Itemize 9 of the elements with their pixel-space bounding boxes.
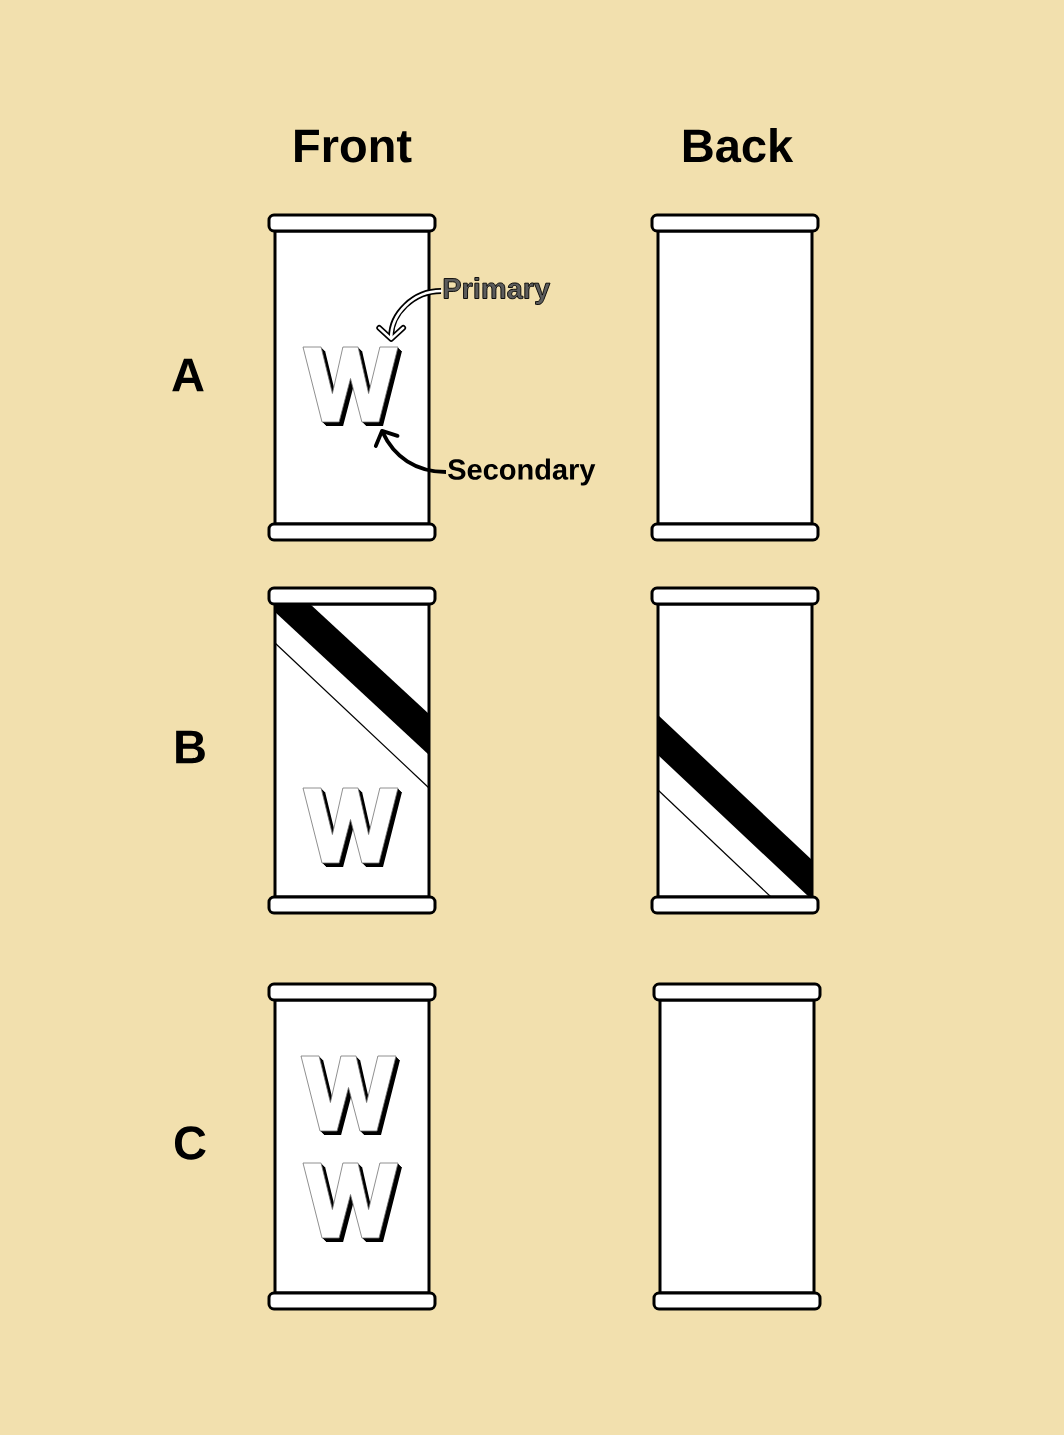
column-heading: Front <box>295 129 412 163</box>
leader-arrow <box>373 429 447 474</box>
row-letter: C <box>174 1126 206 1160</box>
letter-drawing <box>302 346 402 426</box>
row-letter: A <box>172 358 204 392</box>
row-letter: B <box>176 730 205 764</box>
callout-label: Secondary <box>448 458 596 486</box>
leader-arrow <box>376 288 443 342</box>
column-heading: Back <box>683 127 794 163</box>
